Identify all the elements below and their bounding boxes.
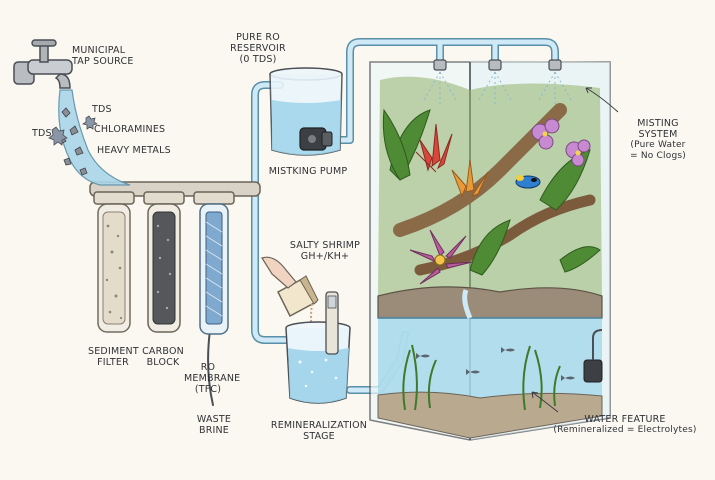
tds-meter-icon <box>325 291 339 355</box>
label-tap-source: MUNICIPAL TAP SOURCE <box>72 45 134 67</box>
label-heavy-metals: HEAVY METALS <box>97 145 171 156</box>
salt-jar-icon <box>261 256 319 335</box>
ro-membrane-housing <box>193 191 235 335</box>
label-carbon-block: CARBON BLOCK <box>142 346 184 368</box>
label-salty-shrimp: SALTY SHRIMP GH+/KH+ <box>289 240 361 262</box>
label-sediment-filter: SEDIMENT FILTER <box>88 346 139 368</box>
label-misting-system: MISTING SYSTEM (Pure Water = No Clogs) <box>630 118 686 161</box>
frog-icon <box>515 175 541 189</box>
fish-icon <box>416 347 575 381</box>
label-chloramines: CHLORAMINES <box>94 124 166 135</box>
label-misting-pump: MISTKING PUMP <box>268 166 348 177</box>
label-ro-reservoir: PURE RO RESERVOIR (0 TDS) <box>230 32 286 65</box>
sediment-filter-housing <box>93 191 135 333</box>
label-tds-left: TDS <box>32 128 52 139</box>
label-remineralization: REMINERALIZATION STAGE <box>270 420 368 442</box>
misting-nozzle-icon <box>423 59 572 104</box>
label-ro-membrane: RO MEMBRANE (TFC) <box>184 362 241 395</box>
faucet-icon <box>13 39 73 89</box>
aquarium-pump-icon <box>583 329 603 383</box>
label-waste-brine: WASTE BRINE <box>196 414 232 436</box>
orchid-icon <box>531 118 591 167</box>
label-tds: TDS <box>92 104 112 115</box>
water-outflow <box>462 289 473 320</box>
label-water-feature: WATER FEATURE (Remineralized = Electroly… <box>553 414 697 435</box>
contaminated-water-stream <box>48 89 131 186</box>
remineralization-beaker <box>285 321 351 404</box>
carbon-block-filter-housing <box>143 191 185 333</box>
bromeliad-icon <box>409 123 489 285</box>
leader-arrows <box>531 87 619 413</box>
pump-icon <box>299 127 333 151</box>
